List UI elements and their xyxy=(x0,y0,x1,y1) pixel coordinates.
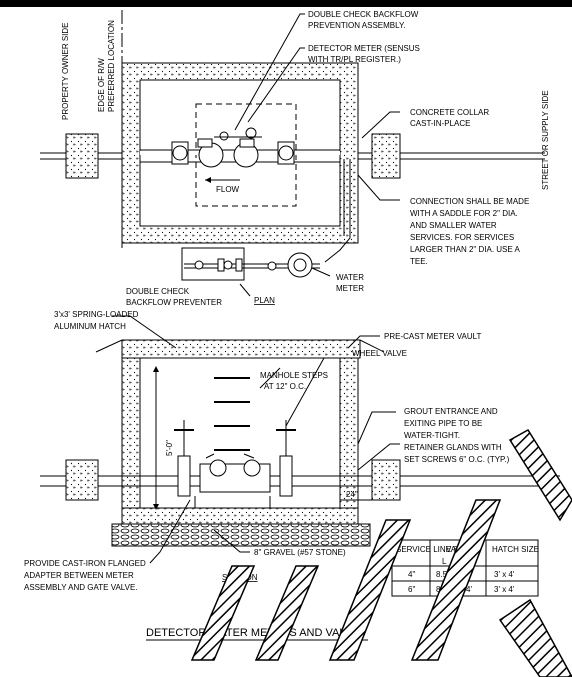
collar-left xyxy=(65,133,99,179)
adapter-callout-3: ASSEMBLY AND GATE VALVE. xyxy=(24,583,138,592)
table-header-service: SERVICE LINE SIZE xyxy=(396,545,471,554)
depth-dimension: 5'-0" xyxy=(165,440,174,456)
detector-callout-2: WITH TR/PL REGISTER.) xyxy=(308,55,401,64)
hatch-callout-2: ALUMINUM HATCH xyxy=(54,322,126,331)
retainer-callout-2: SET SCREWS 6" O.C. (TYP.) xyxy=(404,455,510,464)
gravel-bed xyxy=(111,523,371,547)
collar-right xyxy=(371,133,401,179)
top-border xyxy=(0,0,572,7)
detector-callout-1: DETECTOR METER (SENSUS xyxy=(308,44,420,53)
table-cell: 6" xyxy=(408,585,415,594)
double-check-small-2: BACKFLOW PREVENTER xyxy=(126,298,222,307)
edge-of-row-label: EDGE OF R/W xyxy=(97,58,106,112)
drawing-title: DETECTOR WATER METERS AND VAULT xyxy=(146,627,360,639)
adapter-callout-1: PROVIDE CAST-IRON FLANGED xyxy=(24,559,146,568)
preferred-location-label: PREFERRED LOCATION xyxy=(107,20,116,112)
double-check-callout-1: DOUBLE CHECK BACKFLOW xyxy=(308,10,419,19)
section-gate-valve-right xyxy=(276,420,296,497)
section-top-slab xyxy=(121,339,361,359)
gravel-callout: 8" GRAVEL (#57 STONE) xyxy=(254,548,346,557)
vault-callout: PRE-CAST METER VAULT xyxy=(384,332,481,341)
connection-callout-4: SERVICES. FOR SERVICES xyxy=(410,233,514,242)
section-left-wall xyxy=(121,357,141,527)
connection-callout-1: CONNECTION SHALL BE MADE xyxy=(410,197,529,206)
wheel-valve-callout: WHEEL VALVE xyxy=(352,349,407,358)
manhole-callout-2: AT 12" O.C. xyxy=(264,382,306,391)
table-cell: 3' x 4' xyxy=(494,570,515,579)
grout-callout-1: GROUT ENTRANCE AND xyxy=(404,407,498,416)
manhole-callout-1: MANHOLE STEPS xyxy=(260,371,328,380)
section-floor xyxy=(121,507,359,525)
adapter-callout-2: ADAPTER BETWEEN METER xyxy=(24,571,134,580)
offset-dimension: 24" xyxy=(346,490,358,499)
street-side-label: STREET OR SUPPLY SIDE xyxy=(541,90,550,190)
connection-callout-3: AND SMALLER WATER xyxy=(410,221,497,230)
double-check-callout-2: PREVENTION ASSEMBLY. xyxy=(308,21,406,30)
collar-callout-2: CAST-IN-PLACE xyxy=(410,119,470,128)
table-sub-l: L xyxy=(442,557,447,566)
section-right-wall xyxy=(339,357,359,527)
grout-callout-3: WATER-TIGHT. xyxy=(404,431,460,440)
plan-gate-valve-right xyxy=(277,141,295,165)
retainer-callout-1: RETAINER GLANDS WITH xyxy=(404,443,502,452)
plan-view-label: PLAN xyxy=(254,296,275,305)
section-gate-valve-left xyxy=(174,420,194,497)
water-meter-symbol xyxy=(267,252,313,278)
section-view: 5'-0" 24" xyxy=(24,310,560,592)
collar-callout-1: CONCRETE COLLAR xyxy=(410,108,489,117)
table-cell: 3' x 4' xyxy=(494,585,515,594)
plan-gate-valve-left xyxy=(171,141,189,165)
connection-callout-2: WITH A SADDLE FOR 2" DIA. xyxy=(410,209,518,218)
plan-double-check xyxy=(197,127,262,168)
table-cell: 4' xyxy=(466,585,472,594)
hatch-callout-1: 3'x3' SPRING-LOADED xyxy=(54,310,139,319)
connection-callout-6: TEE. xyxy=(410,257,428,266)
table-cell: 4" xyxy=(408,570,415,579)
table-header-hatch: HATCH SIZE xyxy=(492,545,539,554)
plan-view: FLOW PROPERTY OWNER SIDE EDGE OF R/W PRE… xyxy=(40,10,550,307)
watermark xyxy=(190,428,572,677)
section-backflow-assembly xyxy=(199,453,271,493)
water-meter-label-1: WATER xyxy=(336,273,364,282)
connection-callout-5: LARGER THAN 2" DIA. USE A xyxy=(410,245,521,254)
table-cell: 8.5' xyxy=(436,570,449,579)
double-check-small-1: DOUBLE CHECK xyxy=(126,287,190,296)
flow-label: FLOW xyxy=(216,185,240,194)
property-owner-side: PROPERTY OWNER SIDE xyxy=(61,23,70,121)
water-meter-label-2: METER xyxy=(336,284,364,293)
grout-callout-2: EXITING PIPE TO BE xyxy=(404,419,482,428)
